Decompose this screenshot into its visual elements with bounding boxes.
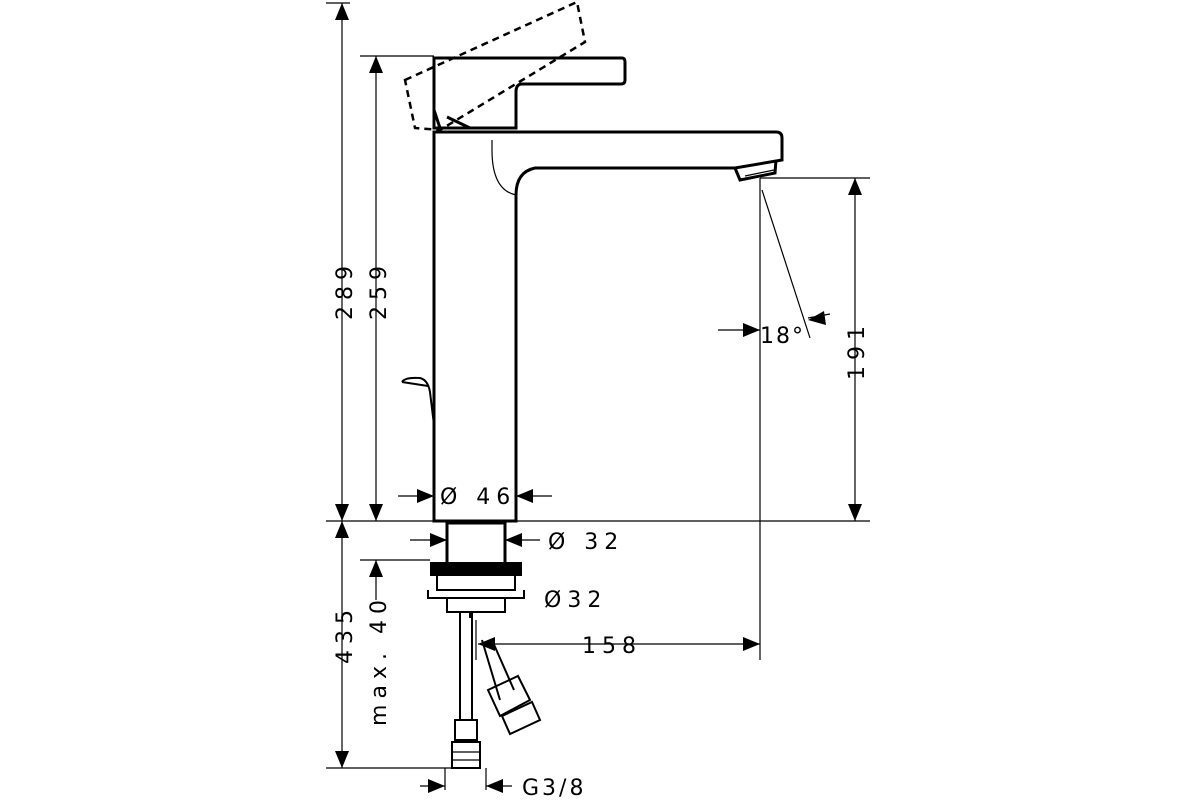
hose-left-fitting	[454, 719, 478, 741]
hose-right-connector	[500, 700, 542, 736]
hose-left-connector	[451, 741, 481, 769]
label-body-diameter: Ø 46	[440, 485, 516, 510]
faucet-outline	[401, 0, 784, 523]
washer-ring	[427, 590, 525, 599]
dimension-lines	[335, 3, 862, 793]
label-overall-height: 289	[333, 260, 358, 320]
hose-right-line-b	[491, 639, 515, 691]
lever-handle	[432, 56, 627, 130]
aerator-line	[744, 169, 775, 177]
label-spout-height: 259	[367, 260, 392, 320]
label-connection-thread: G3/8	[522, 776, 586, 800]
label-shank-diameter: Ø 32	[548, 530, 624, 555]
popup-rod-knob	[401, 381, 429, 387]
spray-angle-line	[761, 189, 811, 339]
dimension-labels: 289 259 435 max. 40 191 Ø 46 Ø 32 Ø32 15…	[333, 260, 870, 800]
gasket	[430, 562, 522, 576]
label-spray-angle: 18°	[760, 324, 805, 349]
aerator	[733, 159, 778, 182]
mounting-shank	[445, 521, 507, 567]
hose-right-fitting	[486, 674, 532, 718]
faucet-body	[432, 130, 784, 523]
washer	[436, 576, 516, 591]
label-reach: 158	[582, 634, 642, 659]
reference-lines	[326, 2, 870, 790]
spout-inner-curve	[491, 140, 517, 196]
lever-raised-outline	[403, 0, 587, 132]
hose-right-line-a	[481, 639, 501, 701]
label-max-thickness: max. 40	[367, 594, 392, 726]
mounting-assembly	[427, 521, 542, 769]
fixing-nut	[446, 597, 506, 613]
label-nut-diameter: Ø32	[544, 588, 607, 613]
popup-rod	[401, 376, 435, 426]
label-below-deck: 435	[333, 604, 358, 664]
label-outlet-height: 191	[845, 320, 870, 380]
